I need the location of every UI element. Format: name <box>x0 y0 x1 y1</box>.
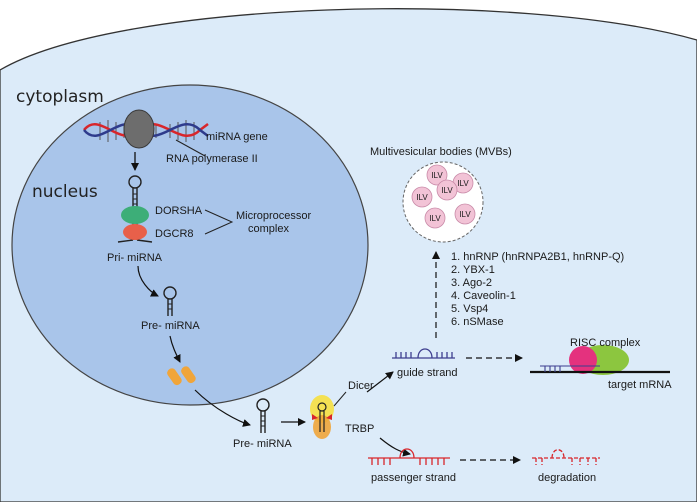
ilv-label: ILV <box>441 186 453 195</box>
target-mrna-label: target mRNA <box>608 379 672 391</box>
ilv-icon <box>424 207 446 229</box>
bound-guide-icon <box>540 365 600 372</box>
risc-pink-icon <box>569 346 597 374</box>
ilv-group <box>411 164 476 229</box>
trbp-icon <box>313 415 331 439</box>
ilv-icon <box>426 164 448 186</box>
passenger-arrow <box>379 437 411 457</box>
pre-mirna-cytoplasm-label: Pre- miRNA <box>233 438 292 450</box>
guide-strand-label: guide strand <box>397 367 458 379</box>
pre-mirna-cyto-hairpin-icon <box>256 398 270 433</box>
dicer-icon <box>310 395 334 423</box>
microprocessor-bracket <box>204 209 234 235</box>
rna-polymerase-icon <box>123 109 155 149</box>
passenger-strand-label: passenger strand <box>371 472 456 484</box>
sorting-factor: 2. YBX-1 <box>451 264 495 276</box>
rna-pol-leader <box>175 139 206 157</box>
nucleus <box>11 84 369 406</box>
degradation-label: degradation <box>538 472 596 484</box>
sorting-factor: 6. nSMase <box>451 316 504 328</box>
guide-strand-icon <box>392 348 455 359</box>
ilv-icon <box>411 186 433 208</box>
sorting-factor: 3. Ago-2 <box>451 277 492 289</box>
mvb-title: Multivesicular bodies (MVBs) <box>370 146 512 158</box>
degraded-strand-icon <box>532 449 600 465</box>
passenger-strand-icon <box>368 448 450 465</box>
pre-mirna-nucleus-label: Pre- miRNA <box>141 320 200 332</box>
exportin-5-icon <box>167 366 196 386</box>
microprocessor-label: Microprocessor <box>236 210 312 222</box>
sorting-factor: 1. hnRNP (hnRNPA2B1, hnRNP-Q) <box>451 251 624 263</box>
ilv-label: ILV <box>416 193 428 202</box>
ilv-label: ILV <box>459 210 471 219</box>
risc-complex-label: RISC complex <box>570 337 641 349</box>
cytoplasm-label: cytoplasm <box>16 87 104 107</box>
processing-arrow <box>137 265 159 297</box>
drosha-icon <box>121 206 149 224</box>
ilv-icon <box>436 179 458 201</box>
ilv-label: ILV <box>429 214 441 223</box>
pri-mirna-label: Pri- miRNA <box>107 252 163 264</box>
dgcr8-icon <box>123 224 147 240</box>
nucleus-label: nucleus <box>32 182 98 202</box>
mirna-gene-label: miRNA gene <box>206 131 268 143</box>
ilv-label: ILV <box>457 179 469 188</box>
dicer-label: Dicer <box>348 380 374 392</box>
sorting-factor: 4. Caveolin-1 <box>451 290 516 302</box>
dicer-leader <box>333 391 347 407</box>
ilv-label: ILV <box>431 171 443 180</box>
dicer-mirna-duplex-icon <box>312 402 332 432</box>
sorting-factor: 5. Vsp4 <box>451 303 488 315</box>
pre-mirna-hairpin-icon <box>163 286 177 316</box>
rna-pol-label: RNA polymerase II <box>166 153 258 165</box>
microprocessor-label-2: complex <box>248 223 289 235</box>
export-arrow <box>169 335 181 363</box>
drosha-label: DORSHA <box>155 205 203 217</box>
trbp-label: TRBP <box>345 423 374 435</box>
cytoplasm-transport-arrow <box>194 389 251 427</box>
ilv-icon <box>454 203 476 225</box>
dgcr8-label: DGCR8 <box>155 228 194 240</box>
guide-arrow <box>366 371 394 393</box>
sorting-factors-list: 1. hnRNP (hnRNPA2B1, hnRNP-Q) 2. YBX-1 3… <box>451 251 624 328</box>
